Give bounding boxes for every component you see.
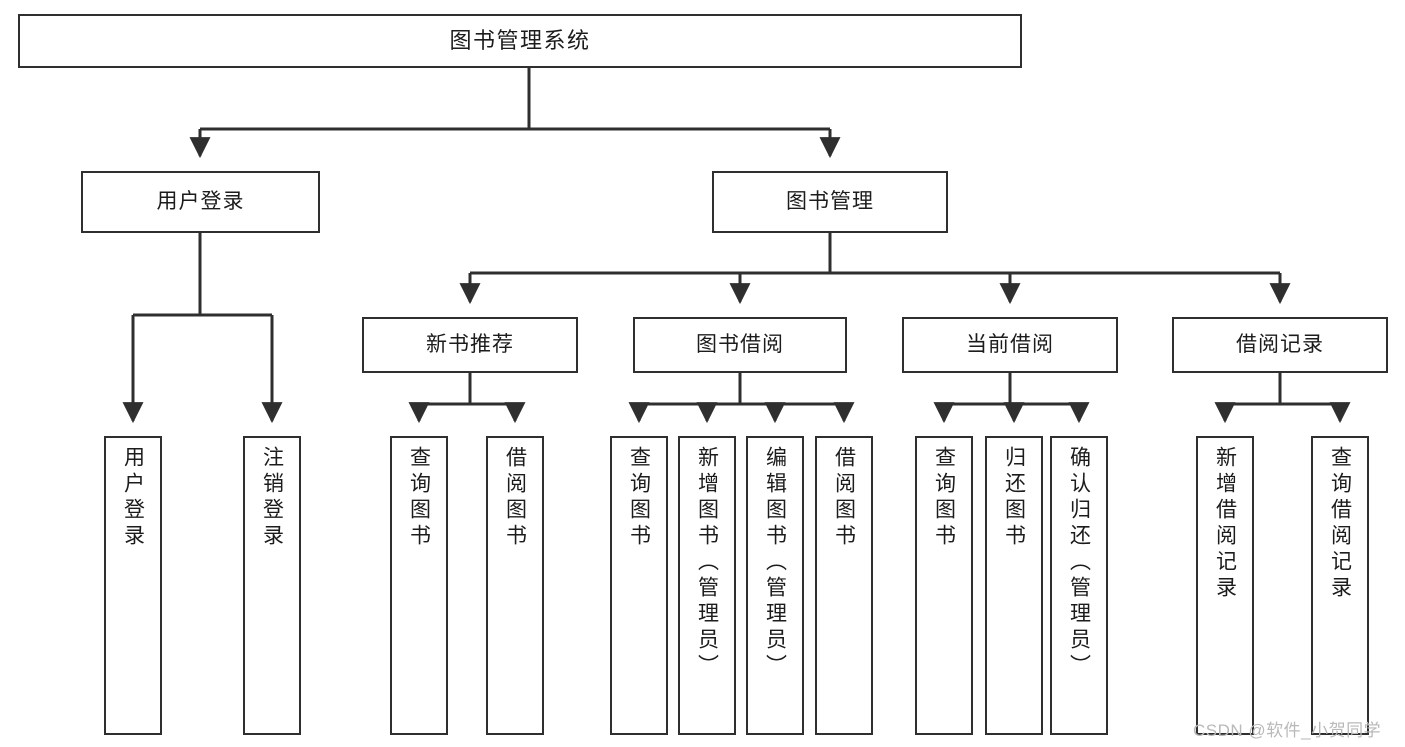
- leaf-node[interactable]: 注销登录: [243, 436, 301, 735]
- leaf-node[interactable]: 编辑图书（管理员）: [746, 436, 804, 735]
- node-borrow-records-label: 借阅记录: [1236, 332, 1324, 356]
- node-current-borrow[interactable]: 当前借阅: [902, 317, 1118, 373]
- leaf-node-label: 编辑图书（管理员）: [763, 446, 787, 680]
- leaf-node[interactable]: 归还图书: [985, 436, 1043, 735]
- leaf-node[interactable]: 查询图书: [915, 436, 973, 735]
- leaf-node-label: 借阅图书: [832, 446, 856, 550]
- leaf-node[interactable]: 用户登录: [104, 436, 162, 735]
- leaf-node[interactable]: 查询图书: [610, 436, 668, 735]
- node-book-borrow[interactable]: 图书借阅: [633, 317, 847, 373]
- leaf-node-label: 新增借阅记录: [1213, 446, 1237, 602]
- node-book-management[interactable]: 图书管理: [712, 171, 948, 233]
- node-new-book-recommend[interactable]: 新书推荐: [362, 317, 578, 373]
- leaf-node-label: 确认归还（管理员）: [1067, 446, 1091, 680]
- leaf-node-label: 查询图书: [932, 446, 956, 550]
- node-user-login-label: 用户登录: [156, 189, 245, 213]
- leaf-node[interactable]: 借阅图书: [486, 436, 544, 735]
- leaf-node[interactable]: 借阅图书: [815, 436, 873, 735]
- node-borrow-records[interactable]: 借阅记录: [1172, 317, 1388, 373]
- leaf-node[interactable]: 新增借阅记录: [1196, 436, 1254, 735]
- node-root[interactable]: 图书管理系统: [18, 14, 1022, 68]
- node-book-management-label: 图书管理: [786, 189, 874, 213]
- leaf-node[interactable]: 新增图书（管理员）: [678, 436, 736, 735]
- leaf-node-label: 借阅图书: [503, 446, 527, 550]
- node-book-borrow-label: 图书借阅: [696, 332, 784, 356]
- leaf-node-label: 新增图书（管理员）: [695, 446, 719, 680]
- leaf-node-label: 注销登录: [260, 446, 284, 550]
- leaf-node-label: 归还图书: [1002, 446, 1026, 550]
- leaf-node[interactable]: 确认归还（管理员）: [1050, 436, 1108, 735]
- leaf-node-label: 查询图书: [407, 446, 431, 550]
- node-root-label: 图书管理系统: [449, 28, 591, 54]
- node-user-login[interactable]: 用户登录: [81, 171, 320, 233]
- node-new-book-recommend-label: 新书推荐: [426, 332, 514, 356]
- leaf-node[interactable]: 查询图书: [390, 436, 448, 735]
- csdn-watermark: CSDN @软件_小贺同学: [1193, 721, 1382, 740]
- leaf-node-label: 用户登录: [121, 446, 145, 550]
- leaf-node-label: 查询借阅记录: [1328, 446, 1352, 602]
- leaf-node[interactable]: 查询借阅记录: [1311, 436, 1369, 735]
- leaf-node-label: 查询图书: [627, 446, 651, 550]
- node-current-borrow-label: 当前借阅: [966, 332, 1054, 356]
